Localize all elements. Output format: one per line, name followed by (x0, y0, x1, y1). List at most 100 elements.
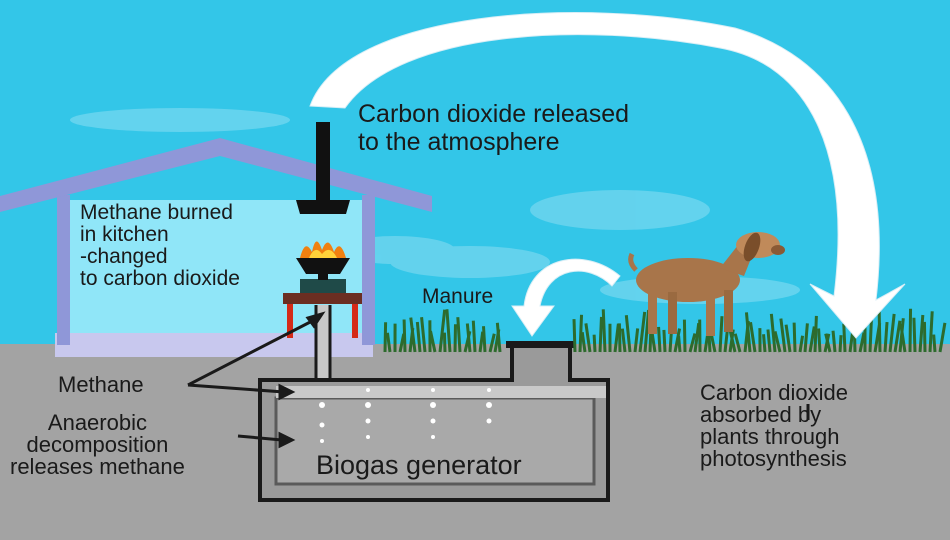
tank-inlet-cap (506, 341, 574, 348)
tank-gas-layer (276, 386, 606, 398)
label-line: to the atmosphere (358, 128, 560, 156)
label-biogas-generator: Biogas generator (316, 450, 522, 480)
label-line: Carbon dioxide (700, 380, 848, 405)
grass-blade (592, 334, 597, 353)
grass-blade (838, 335, 843, 353)
label-line: in kitchen (80, 223, 169, 247)
grass-blade (762, 334, 767, 353)
grass-blade (677, 335, 682, 353)
stove-pot (296, 258, 350, 274)
grass-blade (710, 335, 717, 353)
label-co2-released: Carbon dioxide released to the atmospher… (358, 100, 629, 156)
grass-blade (918, 314, 925, 353)
grass-blade (620, 328, 627, 353)
label-line: absorbed by (700, 402, 822, 427)
grass-blade (728, 330, 737, 353)
grass-blade (779, 318, 787, 353)
grass-blade (420, 317, 427, 353)
biogas-tank (258, 341, 610, 502)
bubble-icon (319, 388, 492, 443)
stove (283, 241, 362, 338)
grass-blade (718, 316, 724, 353)
grass-blade (808, 326, 816, 353)
label-line: plants through (700, 424, 840, 449)
label-line: Methane burned (80, 201, 233, 224)
grass-blade (453, 324, 458, 353)
grass-blade (928, 311, 934, 353)
label-manure: Manure (422, 285, 494, 308)
grass-icon (383, 308, 947, 353)
stove-burner-base (300, 279, 346, 293)
grass-blade (409, 317, 417, 353)
house-post-right (362, 195, 375, 345)
grass-blade (572, 319, 577, 353)
grass-blade (442, 332, 447, 353)
grass-blade (402, 319, 407, 353)
label-line: Anaerobic (47, 410, 147, 435)
grass-blade (465, 323, 472, 353)
grass-blade (673, 328, 682, 353)
grass-blade (908, 308, 913, 353)
stove-stand-leg-right (352, 300, 358, 338)
label-line: to carbon dioxide (80, 267, 240, 291)
grass-blade (580, 331, 587, 353)
stove-stand-leg-left (287, 300, 293, 338)
grass-blade (624, 315, 632, 353)
grass-blade (638, 311, 647, 353)
grass-blade (495, 322, 502, 353)
grass-blade (613, 323, 620, 353)
house (0, 138, 432, 357)
flame-icon (300, 241, 346, 258)
grass-blade (601, 309, 607, 353)
grass-blade (877, 311, 882, 353)
label-methane-burned: Methane burned in kitchen -changed to ca… (80, 201, 240, 291)
grass-blade (662, 329, 667, 353)
manure-arrow-icon (511, 258, 621, 337)
stove-table (283, 293, 362, 304)
grass-blade (798, 335, 805, 353)
grass-blade (688, 333, 697, 353)
grass-blade (415, 321, 422, 353)
grass-blade (749, 321, 757, 353)
label-line: releases methane (10, 454, 185, 479)
grass-blade (733, 333, 742, 353)
label-anaerobic-decomposition: Anaerobic decomposition releases methane (10, 412, 185, 478)
grass-blade (584, 323, 592, 353)
label-methane: Methane (58, 372, 144, 397)
grass-blade (932, 334, 937, 353)
grass-blade (478, 331, 485, 353)
label-co2-absorbed: Carbon dioxide absorbed by plants throug… (700, 382, 848, 470)
grass-blade (578, 314, 584, 353)
grass-blade (682, 319, 687, 353)
grass-blade (445, 309, 452, 353)
grass-blade (883, 321, 889, 353)
grass-blade (817, 328, 822, 353)
grass-blade (429, 330, 437, 353)
grass-blade (693, 323, 701, 353)
curved-arrow-icon (309, 12, 906, 339)
grass-blade (438, 309, 447, 353)
grass-blade (922, 321, 927, 353)
grass-blade (617, 323, 622, 353)
grass-blade (792, 322, 797, 353)
grass-blade (598, 316, 603, 353)
grass-blade (842, 323, 847, 353)
grass-blade (766, 329, 772, 353)
grass-blade (769, 313, 777, 353)
grass-blade (938, 322, 947, 353)
label-line: -changed (80, 245, 168, 269)
pointer-lines (187, 311, 810, 449)
grass-blade (773, 331, 782, 353)
chimney-icon (296, 122, 350, 214)
grass-blade (471, 320, 477, 353)
grass-blade (803, 323, 809, 353)
grass-blade (893, 320, 902, 353)
label-line: Carbon dioxide released (358, 100, 630, 128)
label-line: decomposition (26, 432, 169, 457)
goat-icon (628, 232, 785, 336)
grass-blade (456, 317, 462, 353)
house-post-left (57, 195, 70, 345)
grass-blade (784, 324, 792, 353)
